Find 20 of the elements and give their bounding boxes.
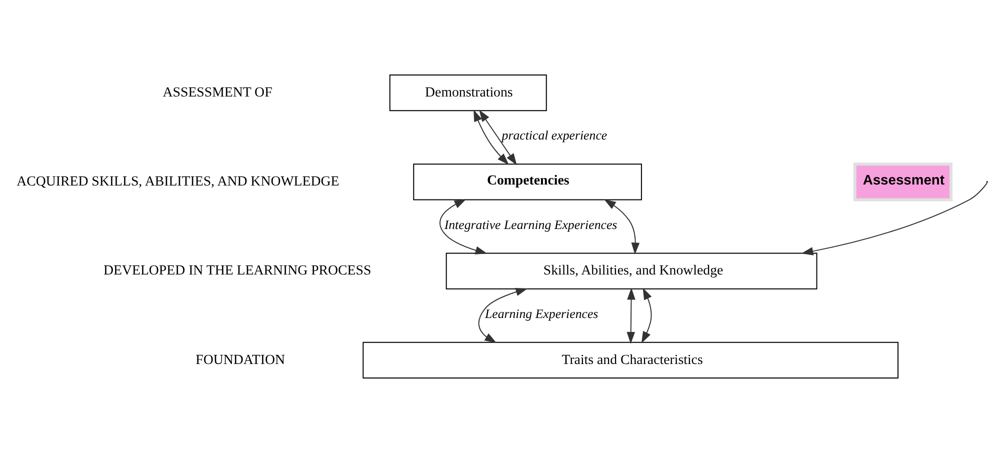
node-box: Assessment [853,162,952,202]
arrow [440,199,488,254]
label: ASSESSMENT OF [162,84,272,100]
edge-label: Integrative Learning Experiences [444,218,618,232]
edge-label: Learning Experiences [484,307,598,322]
node-box: Demonstrations [389,74,547,112]
arrow [479,110,517,166]
arrow [626,288,636,344]
arrow [474,110,509,165]
arrow [604,199,640,255]
arrow [641,288,652,344]
node-box: Competencies [413,164,642,200]
node-box: Traits and Characteristics [362,342,898,379]
label: FOUNDATION [196,352,285,367]
label: ACQUIRED SKILLS, ABILITIES, AND KNOWLEDGE [16,174,340,189]
arrow [478,288,528,344]
label: DEVELOPED IN THE LEARNING PROCESS [104,262,372,278]
node-box: Skills, Abilities, and Knowledge [446,252,818,290]
edge-label: practical experience [502,128,608,143]
arrow [801,182,988,256]
